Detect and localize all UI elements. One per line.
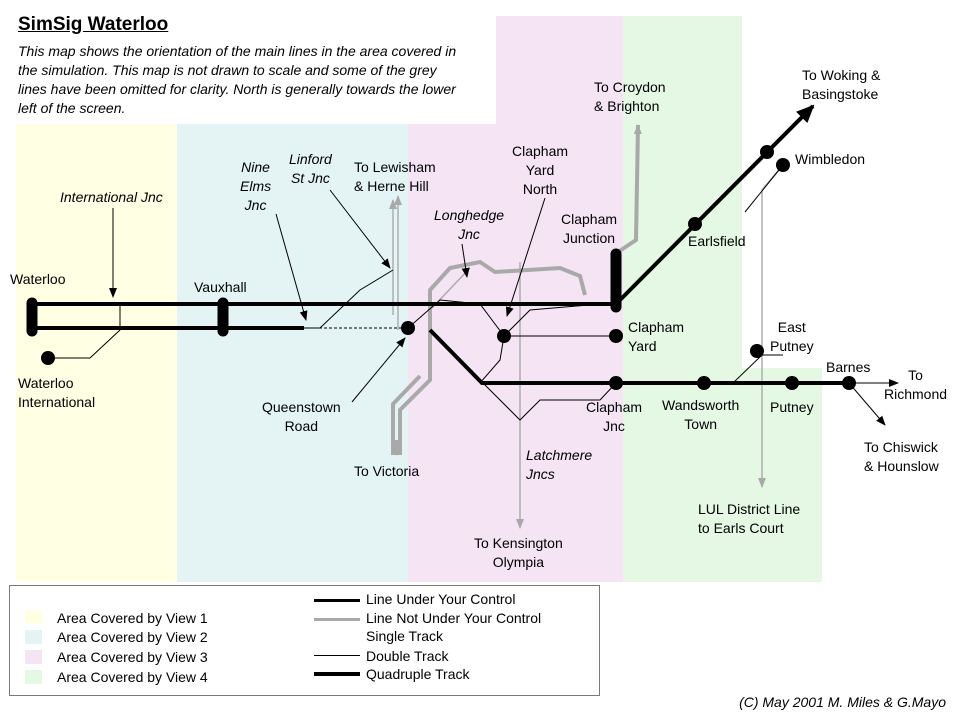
area-view-3 [408,16,623,582]
legend-area-4: Area Covered by View 4 [57,669,208,685]
legend-swatch-view-2 [25,630,42,644]
label-east-putney: East Putney [770,319,814,354]
wimbledon-dot [776,158,790,172]
clapham-yard-north-dot [497,329,511,343]
label-to-lewisham: To Lewisham & Herne Hill [354,159,436,194]
clapham-yard-dot [609,329,623,343]
legend: Area Covered by View 1 Area Covered by V… [9,585,600,696]
intro-text: This map shows the orientation of the ma… [18,43,457,116]
label-to-richmond: To Richmond [884,367,948,402]
east-putney-dot [750,344,764,358]
thin-line-5 [479,335,505,384]
international-line [48,304,121,359]
area-view-4 [623,16,822,582]
label-clapham-junction: Clapham Junction [561,211,618,246]
legend-area-1: Area Covered by View 1 [57,610,208,626]
thin-line-4 [429,329,617,421]
queenstown-arrow [351,337,406,403]
legend-text-single: Single Track [366,628,444,644]
putney-dot [785,376,799,390]
label-arrows [109,189,546,403]
legend-area-3: Area Covered by View 3 [57,649,208,665]
linford-arrow [329,189,391,269]
label-clapham-yard-north: Clapham Yard North [512,143,569,197]
barnes-dot [842,376,856,390]
legend-swatch-view-4 [25,670,42,684]
chiswick-line [848,382,886,426]
label-latchmere-jncs: Latchmere Jncs [526,447,593,482]
legend-swatch-view-3 [25,650,42,664]
label-barnes: Barnes [826,359,871,375]
legend-swatch-view-1 [25,610,42,624]
label-to-victoria: To Victoria [354,463,420,479]
woking-dot [760,145,774,159]
area-view-1 [16,124,177,582]
waterloo-international-dot [41,351,55,365]
label-clapham-jnc: Clapham Jnc [586,399,643,434]
label-wimbledon: Wimbledon [795,151,866,167]
wimbledon-line [744,164,784,213]
label-waterloo: Waterloo [10,271,66,287]
label-putney: Putney [770,399,814,415]
station-dots [41,145,856,390]
woking-main-line [614,104,815,306]
label-linford-st-jnc: Linford St Jnc [289,151,332,186]
croydon-grey-line [616,124,642,254]
clapham-jnc-dot [609,376,623,390]
legend-line-quadruple [314,672,360,676]
station-bars [26,248,622,337]
label-nine-elms-jnc: Nine Elms Jnc [240,159,272,213]
legend-line-not-controlled [314,618,360,621]
label-vauxhall: Vauxhall [194,279,247,295]
label-queenstown-road: Queenstown Road [262,399,341,434]
label-international-jnc: International Jnc [60,189,163,205]
label-clapham-yard: Clapham Yard [628,319,685,354]
label-to-chiswick: To Chiswick & Hounslow [864,439,939,474]
label-to-croydon: To Croydon & Brighton [594,79,666,114]
clapham-yard-north-arrow [505,197,546,317]
label-to-kensington: To Kensington Olympia [474,535,563,570]
label-longhedge-jnc: Longhedge Jnc [434,207,505,242]
legend-text-controlled: Line Under Your Control [366,591,516,607]
thin-line-3 [407,299,616,337]
legend-line-double [314,655,360,656]
queenstown-road-dot [401,321,415,335]
label-earlsfield: Earlsfield [688,233,746,249]
label-to-woking: To Woking & Basingstoke [802,67,881,102]
label-waterloo-international: Waterloo International [18,375,96,410]
legend-text-quadruple: Quadruple Track [366,666,470,682]
label-wandsworth-town: Wandsworth Town [662,397,740,432]
legend-text-double: Double Track [366,648,449,664]
label-district-line: LUL District Line to Earls Court [698,501,801,536]
thin-line-6 [503,303,601,337]
legend-text-not-controlled: Line Not Under Your Control [366,610,542,626]
longhedge-arrow [461,243,470,278]
copyright-text: (C) May 2001 M. Miles & G.Mayo [739,694,946,710]
wandsworth-town-dot [697,376,711,390]
controlled-lines [32,104,899,426]
page-title: SimSig Waterloo [18,14,169,35]
legend-line-controlled [314,599,360,602]
victoria-grey-line-2 [391,374,422,455]
earlsfield-dot [688,217,702,231]
nine-elms-arrow [275,213,308,321]
area-view-2 [177,124,408,582]
legend-area-2: Area Covered by View 2 [57,629,208,645]
